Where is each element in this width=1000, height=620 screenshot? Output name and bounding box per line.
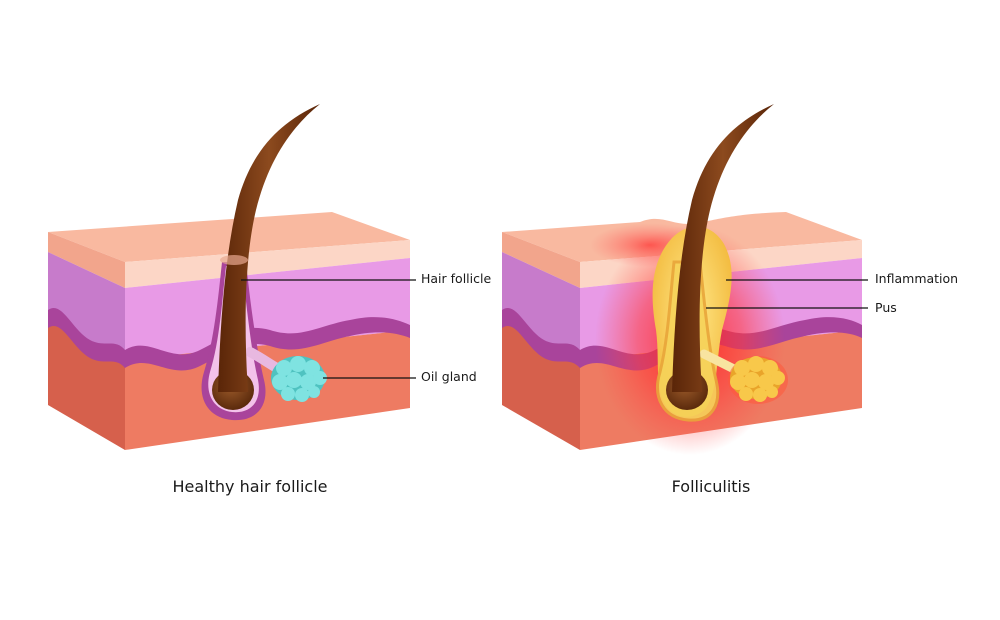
- label-hair-follicle: Hair follicle: [421, 271, 491, 286]
- caption-folliculitis: Folliculitis: [611, 477, 811, 496]
- label-inflammation: Inflammation: [875, 271, 958, 286]
- healthy-skin-block: [48, 104, 410, 450]
- label-pus: Pus: [875, 300, 897, 315]
- caption-healthy: Healthy hair follicle: [150, 477, 350, 496]
- label-oil-gland: Oil gland: [421, 369, 477, 384]
- oil-gland-infected: [728, 356, 788, 404]
